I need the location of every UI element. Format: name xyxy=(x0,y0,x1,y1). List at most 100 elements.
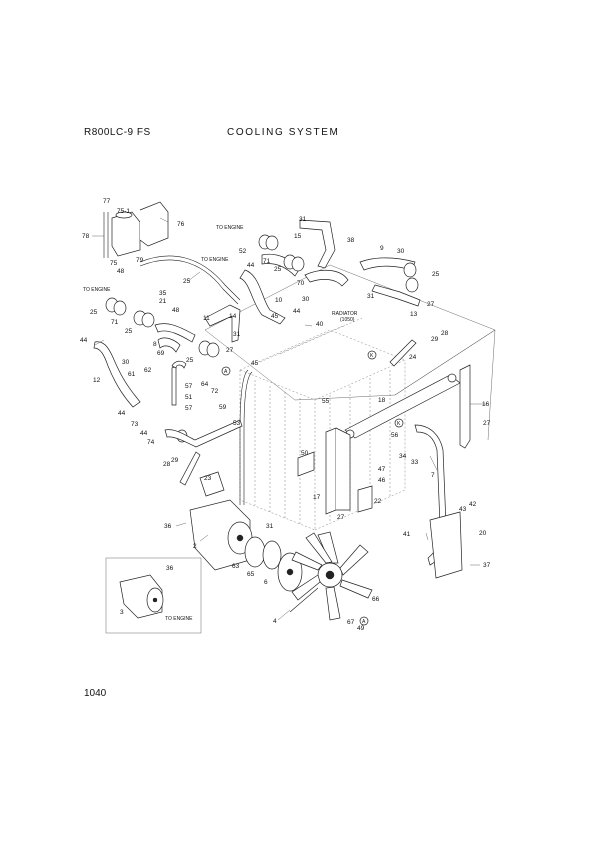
callout: 34 xyxy=(399,453,407,460)
bracket-13 xyxy=(371,284,421,307)
callout: 40 xyxy=(316,321,324,328)
bracket-22 xyxy=(357,485,373,513)
callout: 52 xyxy=(239,248,247,255)
callout: 69 xyxy=(157,350,165,357)
clamps xyxy=(105,234,419,443)
note-radiator: RADIATOR xyxy=(332,311,358,317)
note-to-engine-2: TO ENGINE xyxy=(201,257,229,263)
note-radiator-sub: (1050) xyxy=(340,317,355,323)
callout: 25 xyxy=(183,278,191,285)
page-title: COOLING SYSTEM xyxy=(227,127,340,138)
callout: 74 xyxy=(147,439,155,446)
bracket-20 xyxy=(429,511,463,579)
callout: 75-1 xyxy=(117,208,130,215)
callout: 33 xyxy=(411,459,419,466)
callout: 25 xyxy=(90,309,98,316)
hose-14 xyxy=(157,337,181,353)
callout: 67 xyxy=(347,619,355,626)
callout: 15 xyxy=(294,233,302,240)
svg-text:A: A xyxy=(362,619,366,625)
pipe-8 xyxy=(154,323,196,343)
callout: 27 xyxy=(226,347,234,354)
reservoir-tank xyxy=(103,201,169,258)
callout: 50 xyxy=(301,450,309,457)
pump-3 xyxy=(119,574,164,619)
shaft-4 xyxy=(289,587,319,613)
callout: 7 xyxy=(431,472,435,479)
callout: 45 xyxy=(271,313,279,320)
callout: 30 xyxy=(302,296,310,303)
callout: 47 xyxy=(378,466,386,473)
callout: 48 xyxy=(172,307,180,314)
boundary-line-right xyxy=(394,329,496,441)
callout: 38 xyxy=(347,237,355,244)
callout: 20 xyxy=(479,530,487,537)
bracket-16 xyxy=(459,364,471,449)
leader-lines xyxy=(92,217,486,621)
callout: 18 xyxy=(378,397,386,404)
callout: 76 xyxy=(177,221,185,228)
note-to-engine-1: TO ENGINE xyxy=(216,225,244,231)
callout: 23 xyxy=(204,475,212,482)
callout: 29 xyxy=(171,457,179,464)
callout: 25 xyxy=(186,357,194,364)
callout: 66 xyxy=(372,596,380,603)
callout: 36 xyxy=(166,565,174,572)
model-code: R800LC-9 FS xyxy=(84,127,151,138)
callout: 44 xyxy=(118,410,126,417)
callout: 17 xyxy=(313,494,321,501)
pump-2 xyxy=(189,471,253,571)
callout: 51 xyxy=(185,394,193,401)
callout: 41 xyxy=(403,531,411,538)
callout: 79 xyxy=(136,257,144,264)
svg-text:A: A xyxy=(224,369,228,375)
callout: 49 xyxy=(357,625,365,632)
callout: 42 xyxy=(469,501,477,508)
hose-52 xyxy=(139,255,241,301)
svg-text:K: K xyxy=(397,421,401,427)
hose-71-top xyxy=(261,253,301,277)
callout: 10 xyxy=(275,297,283,304)
callout: 78 xyxy=(82,233,90,240)
callout: 62 xyxy=(144,367,152,374)
callout: 75 xyxy=(110,260,118,267)
callout: 30 xyxy=(397,248,405,255)
callout: 46 xyxy=(378,477,386,484)
callout: 70 xyxy=(297,280,305,287)
callout: 27 xyxy=(427,301,435,308)
bar-18 xyxy=(344,374,461,439)
callout: 6 xyxy=(264,579,268,586)
callout: 44 xyxy=(80,337,88,344)
strut-24 xyxy=(389,339,417,367)
callout: 48 xyxy=(117,268,125,275)
callout: 71 xyxy=(111,319,119,326)
bracket-50 xyxy=(297,451,315,477)
callout: 45 xyxy=(251,360,259,367)
callout: 28 xyxy=(441,330,449,337)
part-callouts: 77 75-1 76 78 75 79 48 52 25 44 31 15 38… xyxy=(80,198,491,632)
callout: 57 xyxy=(185,405,193,412)
bracket-15 xyxy=(299,219,336,269)
callout: 35 xyxy=(159,290,167,297)
callout: 43 xyxy=(459,506,467,513)
callout: 25 xyxy=(274,266,282,273)
callout: 73 xyxy=(131,421,139,428)
callout: 11 xyxy=(203,315,210,322)
callout: 25 xyxy=(432,271,440,278)
callout: 64 xyxy=(201,381,209,388)
callout: 29 xyxy=(431,336,439,343)
callout: 27 xyxy=(483,420,491,427)
callout: 31 xyxy=(233,331,241,338)
callout: 16 xyxy=(482,401,490,408)
hose-44-lower xyxy=(164,419,243,448)
page-number: 1040 xyxy=(84,688,107,699)
callout: 72 xyxy=(211,388,219,395)
callout: 22 xyxy=(374,498,382,505)
pipe-53 xyxy=(239,369,249,505)
pipe-57 xyxy=(171,365,177,406)
pipe-7 xyxy=(414,424,447,566)
callout: 44 xyxy=(247,262,255,269)
callout: 27 xyxy=(337,514,345,521)
callout: 30 xyxy=(122,359,130,366)
